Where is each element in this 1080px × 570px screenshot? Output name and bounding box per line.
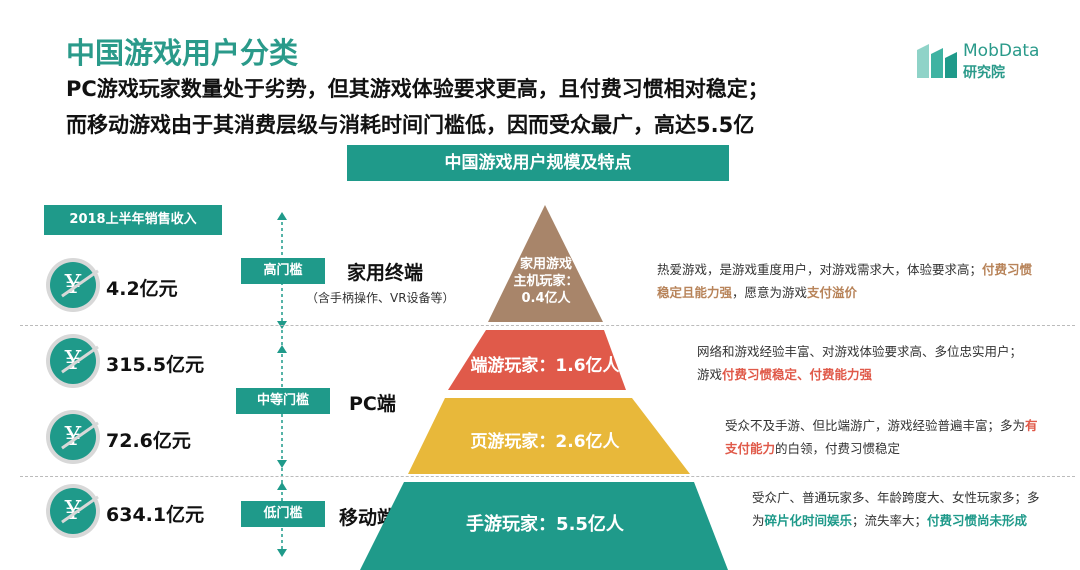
threshold-low: 低门槛: [241, 501, 325, 527]
threshold-medium: 中等门槛: [236, 388, 330, 414]
segment-console: 家用终端: [347, 262, 424, 284]
pyramid-tier-mobile: [360, 482, 728, 570]
desc-web-text-2: 的白领，付费习惯稳定: [775, 441, 901, 456]
desc-console-text-1: 热爱游戏，是游戏重度用户，对游戏需求大，体验要求高；: [657, 262, 983, 277]
user-pyramid: [360, 205, 728, 570]
pyramid-tier-web: [408, 398, 690, 474]
desc-console-highlight-1: 付费习惯稳定且能力强: [657, 262, 1033, 300]
desc-client-highlight-1: 付费习惯稳定、付费能力强: [722, 367, 873, 382]
revenue-client: 315.5亿元: [106, 354, 205, 376]
yuan-coin-icon: ¥: [50, 338, 99, 384]
pyramid-tier-client: [448, 330, 626, 390]
desc-client-text-1: 网络和游戏经验丰富、对游戏体验要求高、多位忠实用户；游戏: [697, 344, 1023, 382]
desc-console-highlight-2: 支付溢价: [807, 285, 858, 300]
yuan-coin-icon: ¥: [50, 262, 99, 308]
yuan-coin-icon: ¥: [50, 488, 99, 534]
page-title: 中国游戏用户分类: [66, 36, 299, 70]
revenue-web: 72.6亿元: [106, 430, 191, 452]
pyramid-tier2-label: 端游玩家：1.6亿人: [470, 356, 620, 376]
segment-console-note: （含手柄操作、VR设备等）: [306, 291, 455, 305]
desc-web-highlight-1: 有支付能力: [725, 418, 1038, 456]
subtitle-line-1: PC游戏玩家数量处于劣势，但其游戏体验要求更高，且付费习惯相对稳定；: [66, 77, 769, 101]
desc-mobile-highlight-2: 付费习惯尚未形成: [927, 513, 1028, 528]
desc-mobile-text-2: ；流失率大；: [852, 513, 928, 528]
threshold-high: 高门槛: [241, 258, 325, 284]
pyramid-tier4-label: 手游玩家：5.5亿人: [466, 514, 624, 535]
divider: [20, 476, 1075, 477]
yuan-coin-icon: ¥: [50, 414, 99, 460]
desc-client: 网络和游戏经验丰富、对游戏体验要求高、多位忠实用户；游戏付费习惯稳定、付费能力强: [697, 340, 1032, 386]
segment-pc: PC端: [349, 393, 396, 415]
desc-mobile-highlight-1: 碎片化时间娱乐: [764, 513, 853, 528]
desc-console: 热爱游戏，是游戏重度用户，对游戏需求大，体验要求高；付费习惯稳定且能力强，愿意为…: [657, 258, 1037, 304]
mobdata-logo-icon: [917, 44, 957, 78]
revenue-console: 4.2亿元: [106, 278, 178, 300]
subtitle-line-2: 而移动游戏由于其消费层级与消耗时间门槛低，因而受众最广，高达5.5亿: [66, 113, 755, 137]
segment-mobile: 移动端: [339, 507, 397, 529]
logo-name: MobData: [963, 41, 1040, 61]
desc-mobile: 受众广、普通玩家多、年龄跨度大、女性玩家多；多为碎片化时间娱乐；流失率大；付费习…: [752, 486, 1042, 532]
desc-console-text-2: ，愿意为游戏: [732, 285, 808, 300]
desc-web: 受众不及手游、但比端游广，游戏经验普遍丰富；多为有支付能力的白领，付费习惯稳定: [725, 414, 1040, 460]
logo-sub: 研究院: [963, 65, 1005, 81]
revenue-header: 2018上半年销售收入: [44, 205, 222, 235]
section-banner: 中国游戏用户规模及特点: [347, 145, 729, 181]
pyramid-top-label: 家用游戏 主机玩家： 0.4亿人: [496, 256, 596, 307]
pyramid-tier-console: [488, 205, 603, 322]
revenue-mobile: 634.1亿元: [106, 504, 205, 526]
desc-web-text-1: 受众不及手游、但比端游广，游戏经验普遍丰富；多为: [725, 418, 1026, 433]
pyramid-top-line2: 主机玩家：: [513, 274, 579, 289]
mobdata-logo: MobData 研究院: [963, 41, 1039, 84]
pyramid-tier3-label: 页游玩家：2.6亿人: [470, 432, 620, 452]
pyramid-top-line1: 家用游戏: [519, 257, 572, 272]
pyramid-top-line3: 0.4亿人: [521, 291, 571, 306]
desc-mobile-text-1: 受众广、普通玩家多、年龄跨度大、女性玩家多；多为: [752, 490, 1040, 528]
divider: [20, 325, 1075, 326]
